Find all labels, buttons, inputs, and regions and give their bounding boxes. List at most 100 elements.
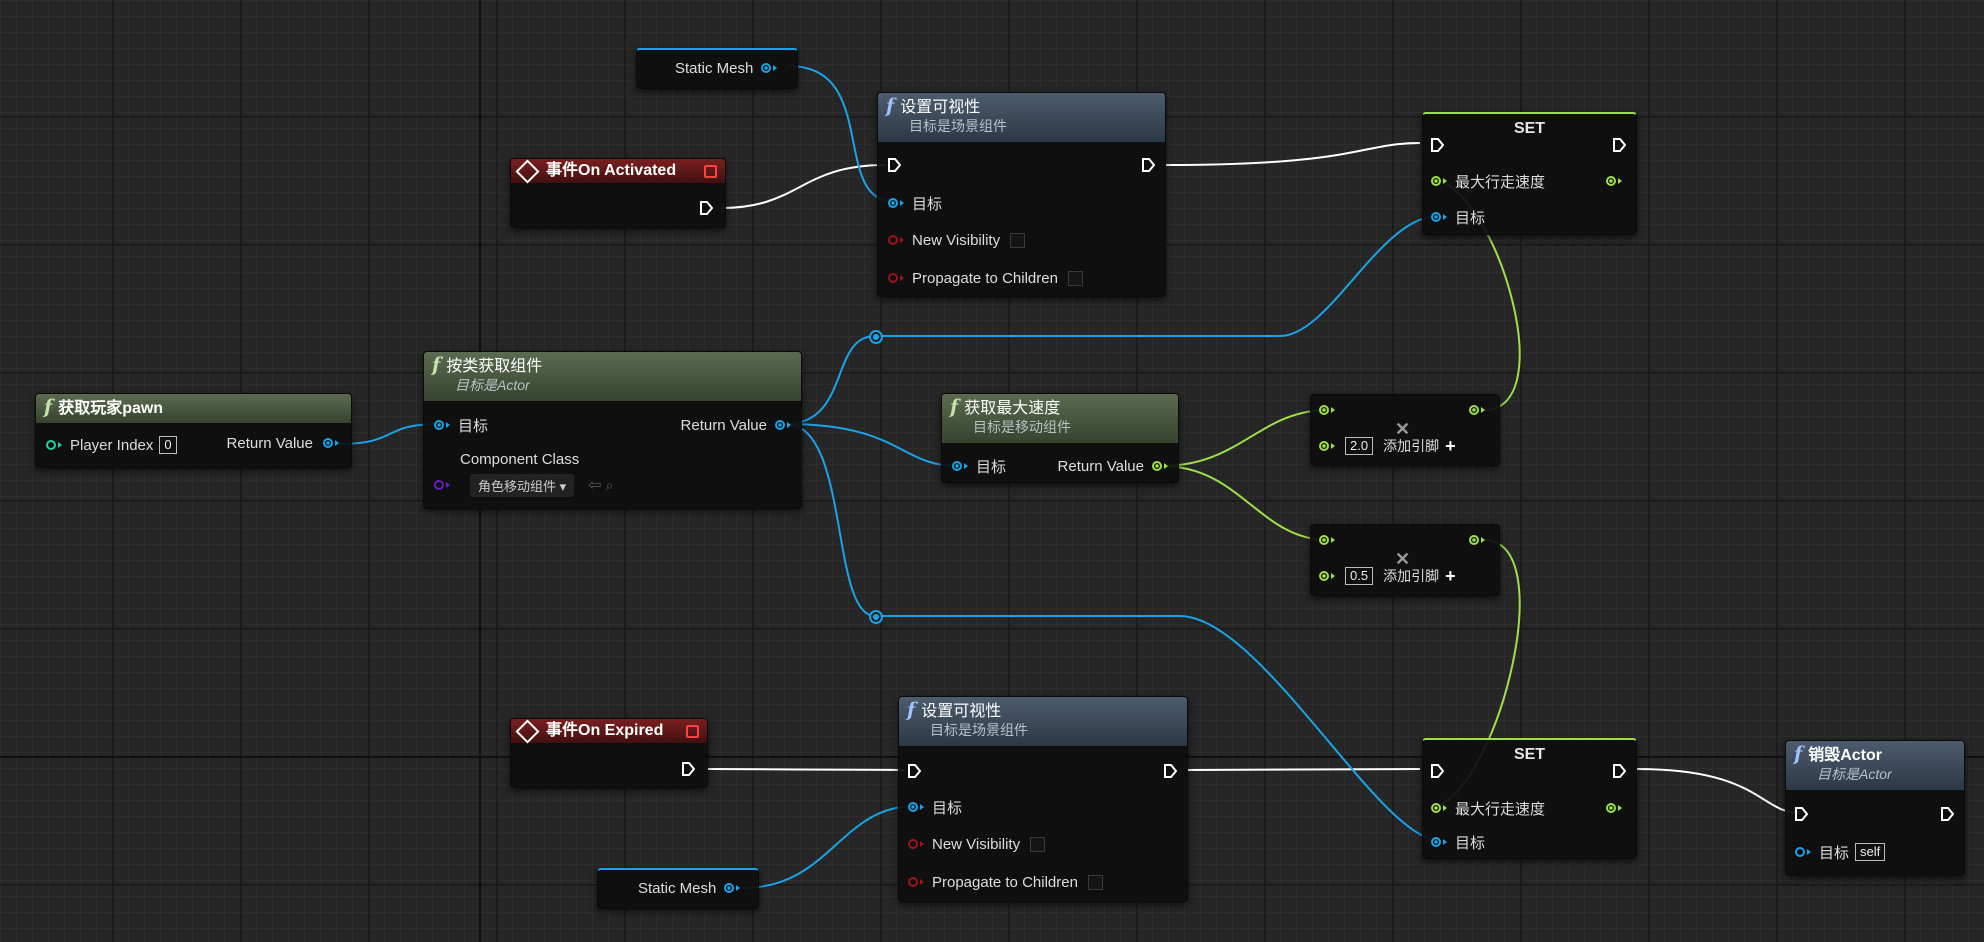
multiply-input-a-pin[interactable] <box>1319 405 1329 415</box>
exec-output-pin[interactable] <box>682 762 695 776</box>
multiply-input-b-pin[interactable] <box>1319 441 1329 451</box>
target-label: 目标 <box>912 195 943 213</box>
add-pin-label[interactable]: 添加引脚 <box>1383 438 1440 454</box>
exec-input-pin[interactable] <box>1795 807 1808 821</box>
exec-output-pin[interactable] <box>1142 158 1155 172</box>
target-input-pin[interactable] <box>1431 212 1441 222</box>
pin-arrow-icon <box>1618 178 1622 184</box>
return-value-pin[interactable] <box>323 438 333 448</box>
pin-arrow-icon <box>900 237 904 243</box>
static-mesh-variable-bottom[interactable]: Static Mesh <box>597 868 759 909</box>
max-walk-speed-input-pin[interactable] <box>1431 176 1441 186</box>
multiplier-value-field[interactable]: 0.5 <box>1345 567 1374 585</box>
exec-output-pin[interactable] <box>1613 138 1626 152</box>
max-walk-speed-output-pin[interactable] <box>1606 176 1616 186</box>
component-class-dropdown[interactable]: 角色移动组件 ▾ <box>470 473 575 497</box>
propagate-pin[interactable] <box>908 877 918 887</box>
event-on-expired-node[interactable]: 事件On Expired <box>510 718 708 788</box>
propagate-checkbox[interactable] <box>1087 874 1103 890</box>
multiply-input-b-pin[interactable] <box>1319 571 1329 581</box>
max-walk-speed-input-pin[interactable] <box>1431 803 1441 813</box>
max-walk-speed-output-pin[interactable] <box>1606 803 1616 813</box>
exec-output-pin[interactable] <box>1613 764 1626 778</box>
multiplier-value-field[interactable]: 2.0 <box>1345 437 1374 455</box>
pin-arrow-icon <box>920 879 924 885</box>
reroute-node-bottom[interactable] <box>869 610 883 624</box>
add-pin-plus-icon[interactable]: + <box>1445 435 1456 456</box>
return-value-pin[interactable] <box>1152 461 1162 471</box>
target-input-pin[interactable] <box>1795 847 1805 857</box>
reroute-node-top[interactable] <box>869 330 883 344</box>
exec-input-pin[interactable] <box>1431 764 1444 778</box>
exec-input-pin[interactable] <box>908 764 921 778</box>
event-on-activated-node[interactable]: 事件On Activated <box>510 158 726 228</box>
target-label: 目标 <box>1819 844 1850 862</box>
node-title: 按类获取组件 <box>446 358 543 375</box>
max-walk-speed-label: 最大行走速度 <box>1455 800 1546 818</box>
return-value-pin[interactable] <box>775 420 785 430</box>
event-diamond-icon <box>515 718 540 744</box>
pin-arrow-icon <box>1331 537 1335 543</box>
set-max-walk-speed-node-top[interactable]: SET 最大行走速度 目标 <box>1422 112 1637 235</box>
multiply-input-a-pin[interactable] <box>1319 535 1329 545</box>
component-class-pin[interactable] <box>434 480 444 490</box>
static-mesh-output-pin[interactable] <box>761 63 772 73</box>
use-selected-arrow-icon[interactable]: ⇦ <box>588 477 602 494</box>
node-subtitle: 目标是移动组件 <box>973 419 1071 435</box>
delegate-pin-icon[interactable] <box>704 165 717 178</box>
pin-arrow-icon <box>1331 443 1335 449</box>
max-walk-speed-label: 最大行走速度 <box>1455 173 1546 191</box>
exec-input-pin[interactable] <box>888 158 901 172</box>
pin-arrow-icon <box>920 841 924 847</box>
return-value-label: Return Value <box>1057 457 1144 475</box>
set-title: SET <box>1513 120 1546 137</box>
multiply-node-top[interactable]: ✕ 2.0 添加引脚 + <box>1310 394 1500 466</box>
static-mesh-output-pin[interactable] <box>724 883 735 893</box>
obj-wire-comp-to-getspeed <box>785 423 958 467</box>
multiply-icon: ✕ <box>1395 549 1411 569</box>
new-visibility-label: New Visibility <box>912 231 1001 249</box>
delegate-pin-icon[interactable] <box>686 725 699 738</box>
new-visibility-pin[interactable] <box>888 235 898 245</box>
target-input-pin[interactable] <box>952 461 962 471</box>
obj-wire-reroute-top-to-set <box>875 215 1439 337</box>
multiply-node-bottom[interactable]: ✕ 0.5 添加引脚 + <box>1310 524 1500 596</box>
pin-arrow-icon <box>1443 178 1447 184</box>
propagate-pin[interactable] <box>888 273 898 283</box>
pin-arrow-icon <box>1331 407 1335 413</box>
exec-input-pin[interactable] <box>1431 138 1444 152</box>
exec-output-pin[interactable] <box>1164 764 1177 778</box>
pin-arrow-icon <box>1618 805 1622 811</box>
player-index-value[interactable]: 0 <box>159 436 177 454</box>
target-input-pin[interactable] <box>888 198 898 208</box>
new-visibility-checkbox[interactable] <box>1010 232 1026 248</box>
multiply-icon: ✕ <box>1395 419 1411 439</box>
pin-arrow-icon <box>900 200 904 206</box>
target-input-pin[interactable] <box>434 420 444 430</box>
propagate-checkbox[interactable] <box>1067 270 1083 286</box>
exec-output-pin[interactable] <box>700 201 713 215</box>
multiply-output-pin[interactable] <box>1469 405 1479 415</box>
browse-search-icon[interactable]: ⌕ <box>605 476 614 493</box>
add-pin-label[interactable]: 添加引脚 <box>1383 568 1440 584</box>
add-pin-plus-icon[interactable]: + <box>1445 565 1456 586</box>
pin-arrow-icon <box>1164 463 1168 469</box>
multiply-output-pin[interactable] <box>1469 535 1479 545</box>
player-index-pin[interactable] <box>46 440 56 450</box>
set-max-walk-speed-node-bottom[interactable]: SET 最大行走速度 目标 <box>1422 738 1637 859</box>
exec-output-pin[interactable] <box>1941 807 1954 821</box>
target-input-pin[interactable] <box>908 802 918 812</box>
target-input-pin[interactable] <box>1431 837 1441 847</box>
node-subtitle: 目标是Actor <box>1817 766 1892 782</box>
new-visibility-checkbox[interactable] <box>1030 836 1046 852</box>
obj-wire-pawn-to-getcomp <box>337 423 441 445</box>
new-visibility-pin[interactable] <box>908 839 918 849</box>
static-mesh-variable-top[interactable]: Static Mesh <box>636 48 798 89</box>
chevron-down-icon: ▾ <box>559 478 567 494</box>
